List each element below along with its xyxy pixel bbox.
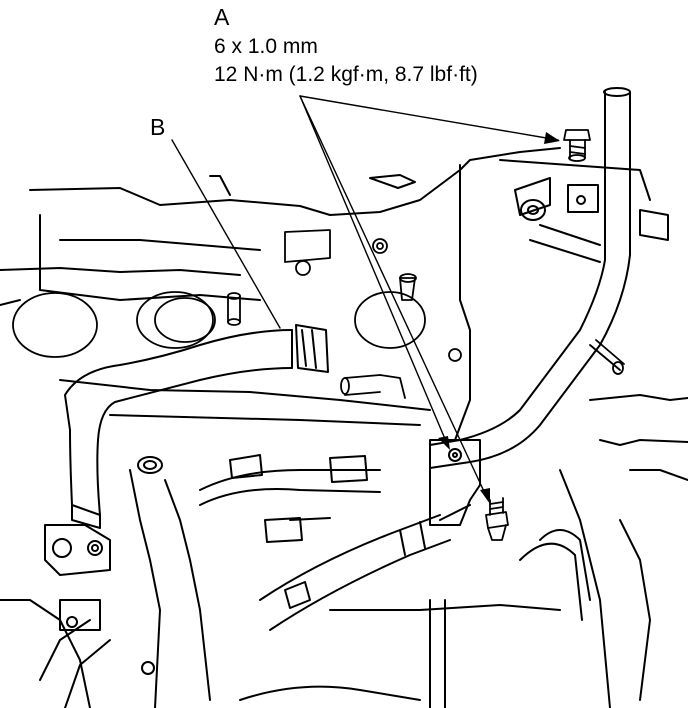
engine-block-outline (0, 147, 688, 708)
leader-arrowheads (438, 132, 560, 504)
coolant-pipe (429, 87, 669, 469)
callout-a-letter: A (214, 4, 230, 30)
callout-a-torque-spec: 12 N·m (1.2 kgf·m, 8.7 lbf·ft) (214, 63, 478, 86)
fittings (227, 229, 625, 399)
leader-lines (171, 95, 559, 501)
callout-b-letter: B (150, 114, 166, 140)
lower-bracket (429, 439, 481, 526)
left-fitting (44, 524, 111, 631)
hose-b (64, 324, 329, 529)
bolt-a-lower-icon (485, 497, 509, 541)
cylinder-bores (12, 291, 426, 358)
wiring-harness (39, 454, 591, 708)
callout-a-bolt-size: 6 x 1.0 mm (214, 35, 318, 58)
bolt-a-icon (563, 129, 591, 162)
